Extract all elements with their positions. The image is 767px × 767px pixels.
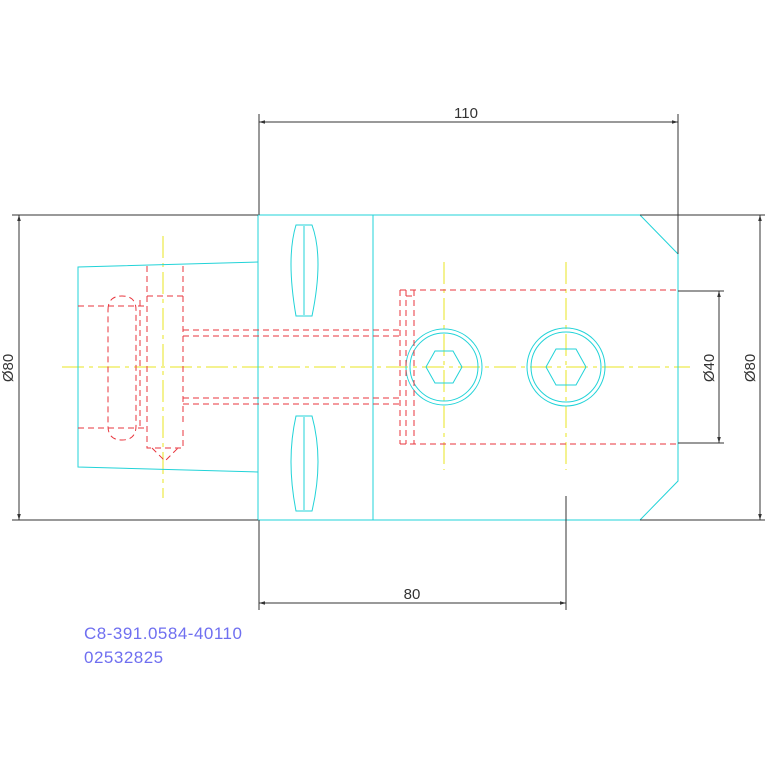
visible-outlines	[77, 214, 679, 521]
flange-outline	[257, 214, 374, 521]
serial-number-label: 02532825	[84, 648, 164, 667]
dim-dia-left-label: Ø80	[0, 354, 17, 382]
cross-hole-upper	[146, 266, 184, 297]
dimension-lines	[12, 114, 765, 610]
screw-2-outer	[526, 327, 606, 407]
drill-point-tip	[151, 447, 179, 462]
lower-key-outline	[290, 415, 319, 512]
screw-2-hex-socket-icon	[545, 348, 587, 386]
upper-key-outline	[290, 224, 319, 317]
screw-1-outer	[405, 328, 483, 406]
hidden-lines	[78, 266, 678, 462]
screw-2-inner	[530, 331, 602, 403]
shank-outline	[77, 261, 259, 473]
part-number-label: C8-391.0584-40110	[84, 624, 243, 643]
screw-1-hex-socket-icon	[425, 350, 463, 384]
screw-1-inner	[409, 332, 479, 402]
cross-hole-lower	[146, 426, 184, 449]
dim-dia-right-label: Ø80	[742, 354, 759, 382]
head-outline	[373, 214, 679, 521]
center-lines	[62, 236, 690, 498]
shank-slot	[107, 295, 137, 441]
dim-dia-bore-label: Ø40	[701, 354, 718, 382]
dim-110-label: 110	[454, 105, 478, 122]
dim-80-label: 80	[404, 586, 421, 603]
